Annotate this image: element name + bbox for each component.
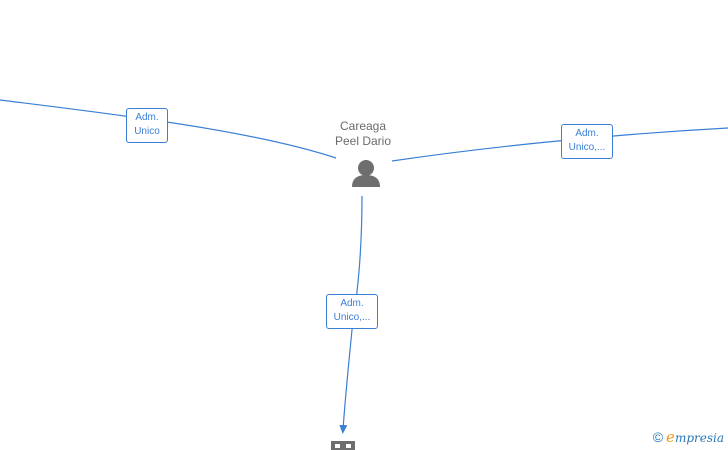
edge-label-right[interactable]: Adm. Unico,... (561, 124, 613, 159)
edge-label-down-line1: Adm. (340, 298, 364, 309)
brand-logo-rest: mpresia (674, 431, 724, 445)
edge-label-down-line2: Unico,... (333, 312, 371, 323)
edge-line-right (391, 127, 728, 162)
edge-label-left-line2: Unico (134, 126, 160, 137)
edge-label-down[interactable]: Adm. Unico,... (326, 294, 378, 329)
copyright-icon: © (652, 429, 664, 445)
edge-label-left-line1: Adm. (135, 112, 159, 123)
person-name[interactable]: Careaga Peel Dario (303, 119, 423, 149)
edge-line-down (339, 195, 363, 434)
edge-line-left (0, 99, 337, 159)
person-icon[interactable] (352, 160, 380, 187)
person-name-line2: Peel Dario (334, 134, 392, 148)
person-name-line1: Careaga (339, 119, 387, 133)
copyright-notice[interactable]: © empresia (653, 428, 724, 446)
brand-logo: empresia (666, 428, 724, 446)
building-icon[interactable] (331, 441, 355, 450)
edge-label-right-line2: Unico,... (568, 142, 606, 153)
edge-label-right-line1: Adm. (575, 128, 599, 139)
edge-label-left[interactable]: Adm. Unico (126, 108, 168, 143)
brand-logo-initial: e (666, 428, 675, 446)
